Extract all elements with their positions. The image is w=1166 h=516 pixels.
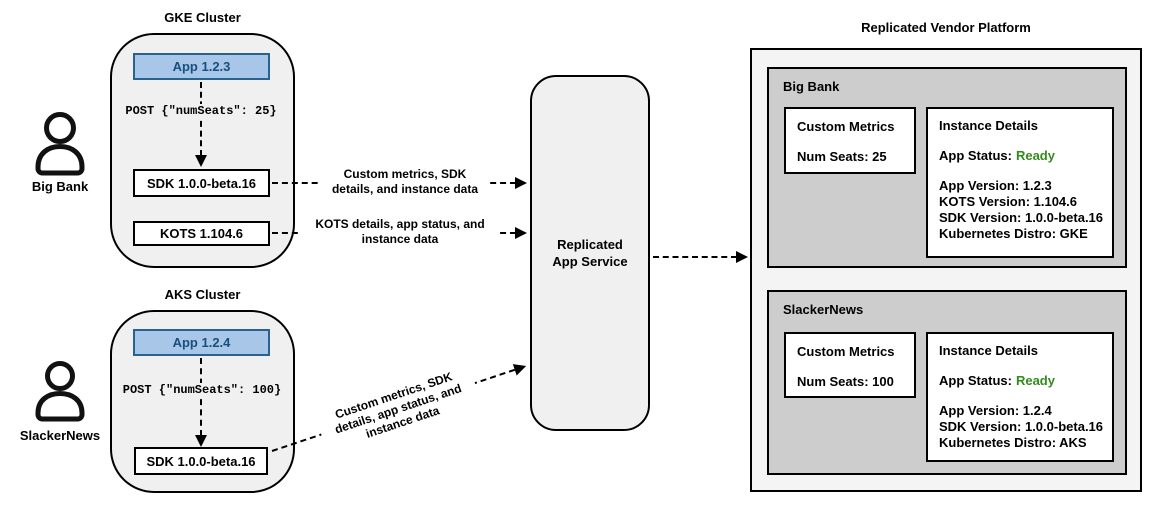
replicated-app-service-box: Replicated App Service [530,75,650,431]
aks-sdk-to-service-label: Custom metrics, SDK details, app status,… [314,363,482,455]
aks-cluster-title: AKS Cluster [164,287,241,302]
vendor-platform-box: Big Bank Custom Metrics Num Seats: 25 In… [750,48,1142,492]
kots-to-service-label: KOTS details, app status, and instance d… [300,217,500,247]
instance-details-title: Instance Details [939,118,1038,133]
num-seats-value: Num Seats: 100 [797,374,894,389]
aks-post-arrowhead [195,435,207,447]
big-bank-user-icon [35,112,85,176]
aks-post-call: POST {"numSeats": 100} [116,383,288,397]
spacer [939,359,1112,373]
gke-kots-box: KOTS 1.104.6 [133,221,270,246]
big-bank-instance-details-box: Instance Details App Status:Ready App Ve… [926,107,1114,258]
gke-post-connector-line [200,82,202,156]
big-bank-custom-metrics-box: Custom Metrics Num Seats: 25 [784,107,916,174]
spacer [797,135,914,149]
spacer [939,389,1112,403]
big-bank-panel: Big Bank Custom Metrics Num Seats: 25 In… [767,67,1127,268]
instance-details-lines: App Version: 1.2.3 KOTS Version: 1.104.6… [939,178,1104,241]
slackernews-user-icon [35,361,85,422]
spacer [939,134,1112,148]
aks-app-box: App 1.2.4 [133,329,270,356]
num-seats-value: Num Seats: 25 [797,149,887,164]
gke-sdk-box: SDK 1.0.0-beta.16 [133,169,270,197]
slackernews-panel-title: SlackerNews [783,302,864,317]
aks-sdk-to-service-arrowhead [512,360,529,376]
instance-details-lines: App Version: 1.2.4 SDK Version: 1.0.0-be… [939,403,1104,450]
aks-sdk-to-service-connector: Custom metrics, SDK details, app status,… [271,360,529,455]
app-status-line: App Status:Ready [939,148,1112,164]
gke-post-call: POST {"numSeats": 25} [118,104,284,118]
gke-cluster-title: GKE Cluster [164,10,241,25]
slackernews-panel: SlackerNews Custom Metrics Num Seats: 10… [767,290,1127,475]
app-status-value: Ready [1015,148,1055,163]
platform-title: Replicated Vendor Platform [861,20,1031,35]
gke-post-arrowhead [195,155,207,167]
service-to-platform-line [653,256,737,258]
big-bank-panel-title: Big Bank [783,79,840,94]
spacer [939,164,1112,178]
custom-metrics-title: Custom Metrics [797,344,895,359]
slackernews-actor-label: SlackerNews [19,428,101,443]
app-status-line: App Status:Ready [939,373,1112,389]
big-bank-actor-label: Big Bank [31,179,89,194]
slackernews-custom-metrics-box: Custom Metrics Num Seats: 100 [784,332,916,398]
app-status-label: App Status: [939,148,1012,163]
aks-sdk-box: SDK 1.0.0-beta.16 [134,447,268,475]
custom-metrics-title: Custom Metrics [797,119,895,134]
instance-details-title: Instance Details [939,343,1038,358]
spacer [797,360,914,374]
sdk-to-service-label: Custom metrics, SDK details, and instanc… [320,167,490,197]
app-status-value: Ready [1015,373,1055,388]
app-status-label: App Status: [939,373,1012,388]
gke-app-box: App 1.2.3 [133,53,270,80]
aks-post-connector-line [200,358,202,436]
kots-to-service-arrowhead [515,227,527,239]
sdk-to-service-arrowhead [515,177,527,189]
slackernews-instance-details-box: Instance Details App Status:Ready App Ve… [926,332,1114,462]
service-to-platform-arrowhead [736,251,748,263]
